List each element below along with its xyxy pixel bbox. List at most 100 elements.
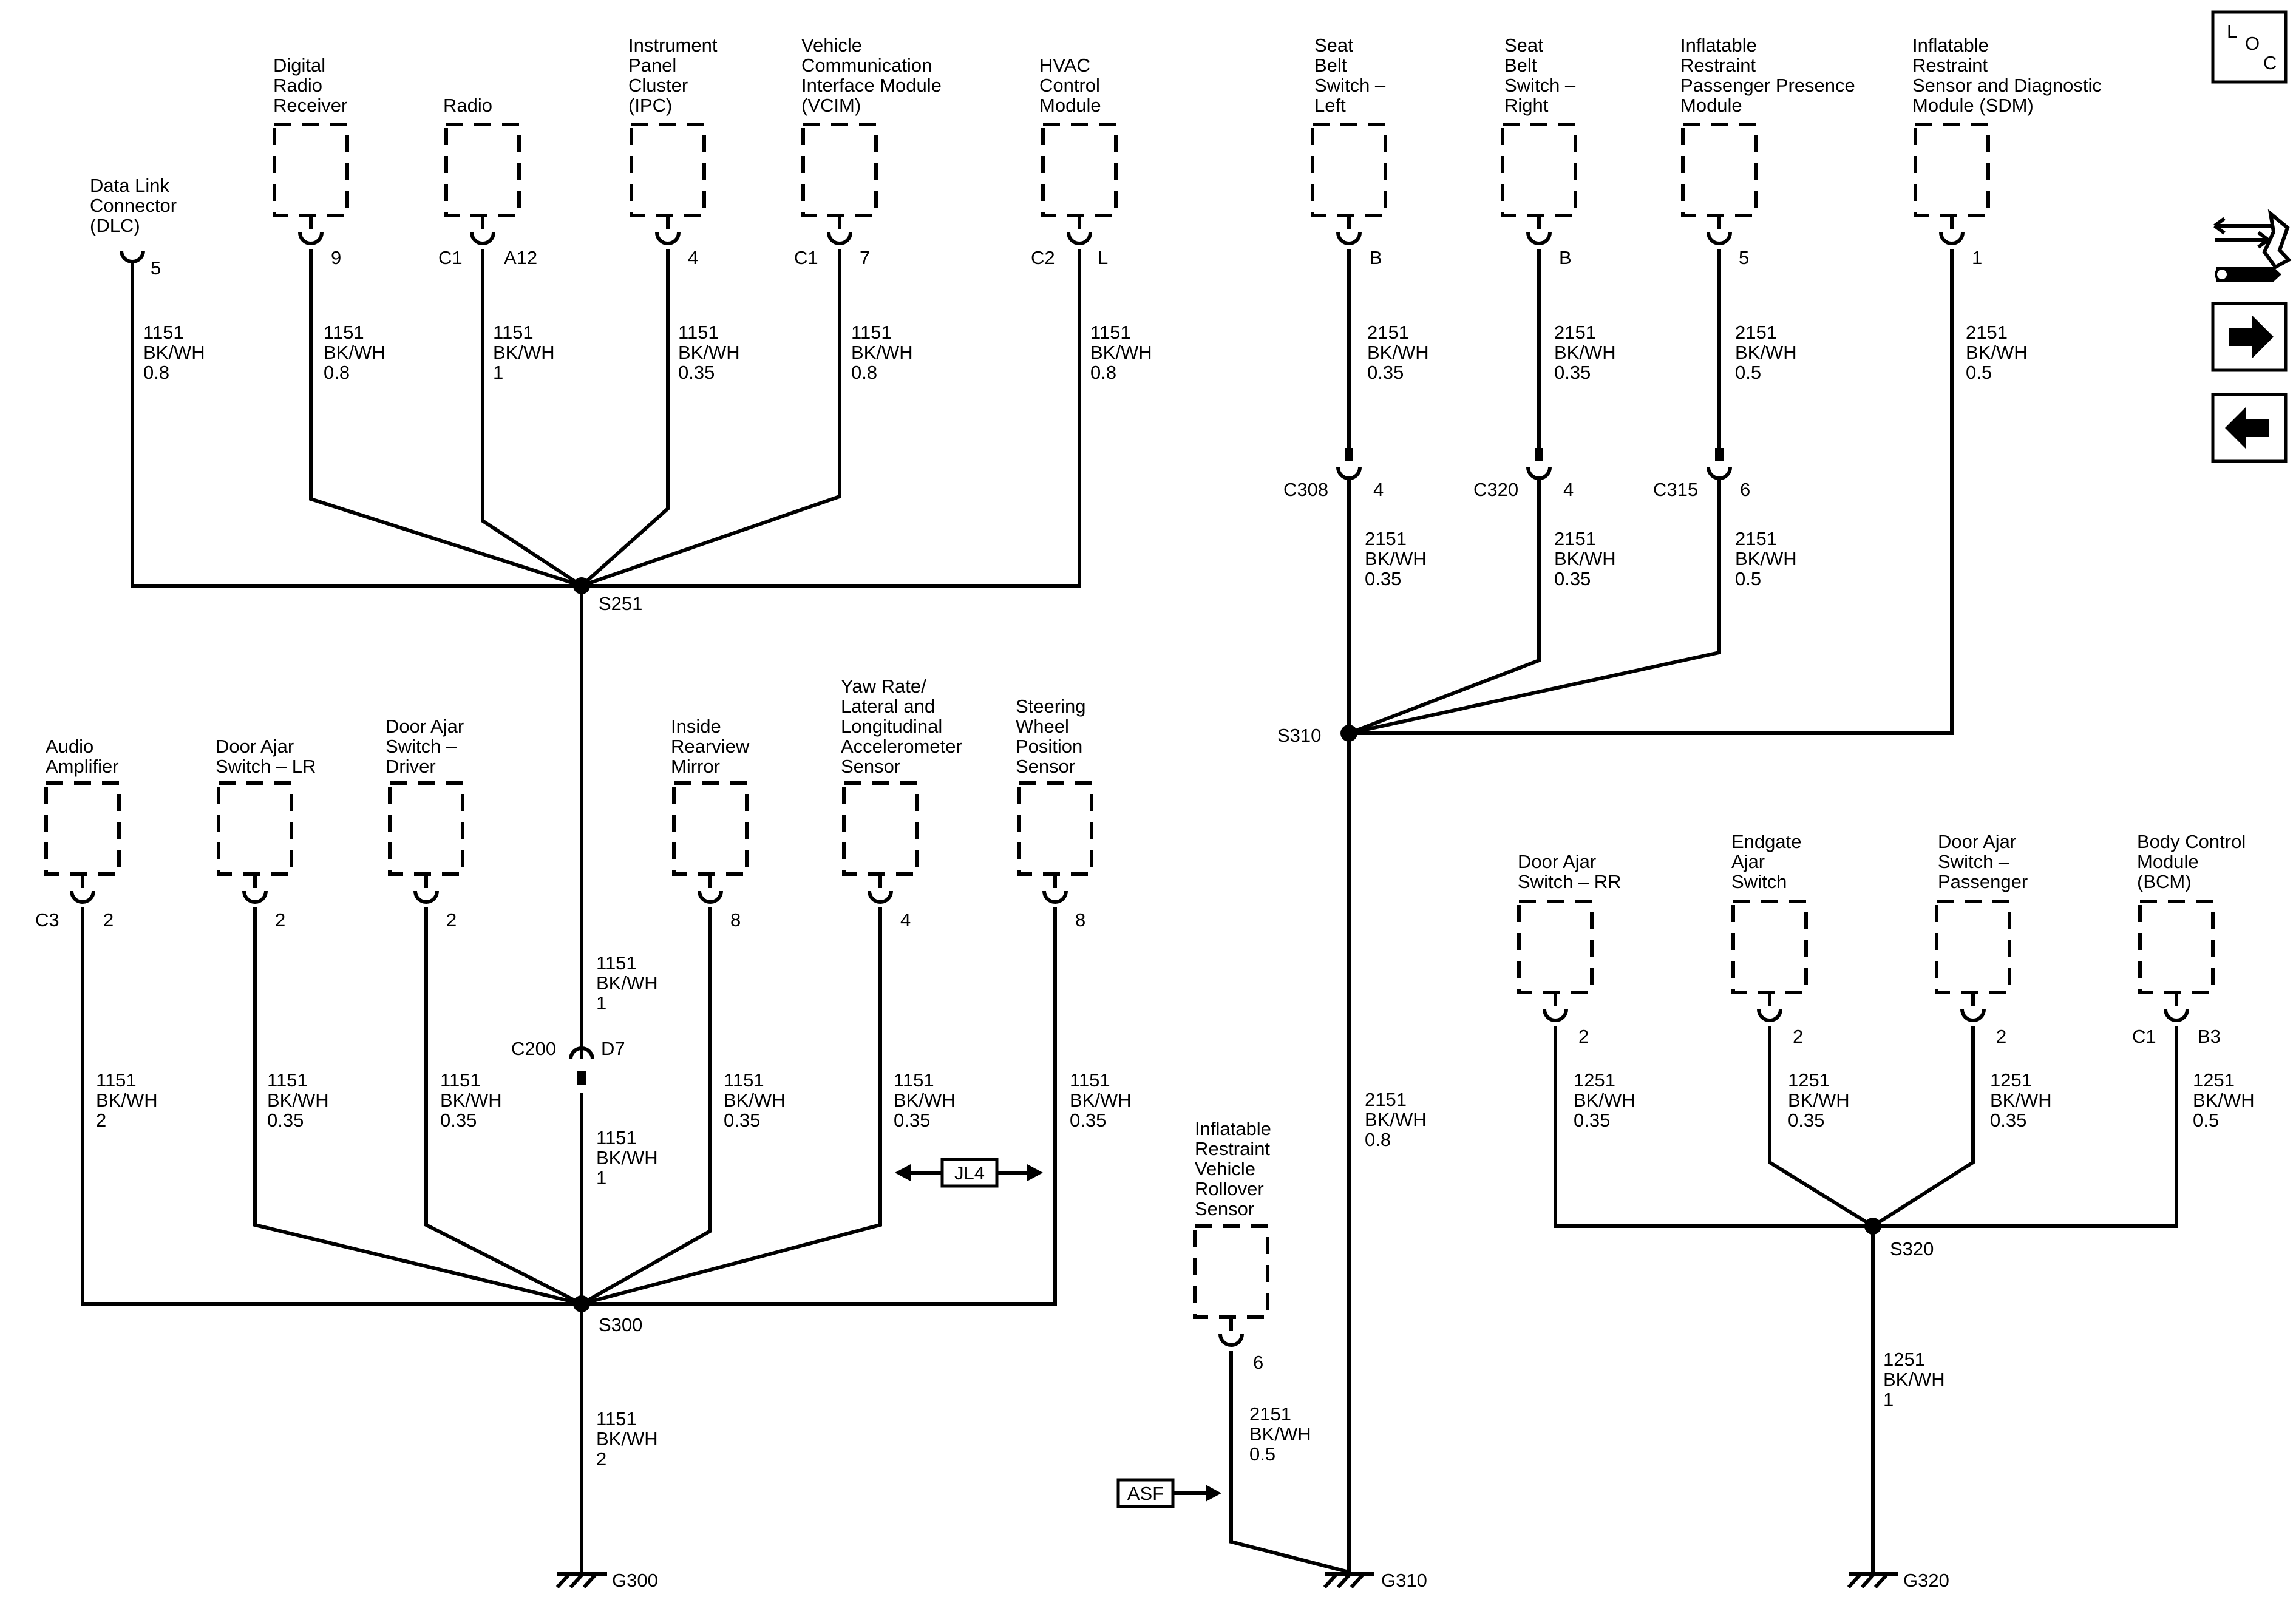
seat-belt-left-component: [1311, 123, 1387, 245]
component-label-door-rr: Door Ajar Switch – RR: [1518, 851, 1622, 892]
radio-box: [444, 123, 521, 217]
next-page-button[interactable]: [2211, 302, 2288, 372]
bcm-box: [2138, 900, 2215, 994]
connector-c315: [1707, 448, 1732, 480]
wire-label-rollover: 2151 BK/WH 0.5: [1249, 1403, 1316, 1465]
pin-steering: 8: [1075, 909, 1085, 931]
seat-belt-right-component: [1501, 123, 1577, 245]
digital-radio-pin: [298, 232, 324, 245]
endgate-pin: [1757, 1009, 1782, 1022]
pin-yaw: 4: [900, 909, 911, 931]
yaw-pin: [868, 890, 893, 904]
splice-s251-label: S251: [599, 593, 642, 614]
door-rr-box: [1517, 900, 1594, 994]
wire-yaw: [581, 907, 882, 1306]
pin-endgate: 2: [1793, 1026, 1803, 1047]
door-lr-component: [217, 781, 293, 904]
wire-label-door-lr: 1151 BK/WH 0.35: [267, 1070, 334, 1131]
endgate-box: [1731, 900, 1808, 994]
wire-label-bcm: 1251 BK/WH 0.5: [2193, 1070, 2260, 1131]
component-label-bcm: Body Control Module (BCM): [2137, 831, 2251, 892]
connector-c200: [569, 1046, 594, 1085]
wire-bcm: [1873, 1026, 2178, 1228]
dlc-pin: [120, 250, 145, 263]
asf-option-tag[interactable]: ASF: [1116, 1478, 1221, 1508]
conn-bcm: C1: [2132, 1026, 2156, 1047]
door-pass-pin: [1960, 1009, 1986, 1022]
endgate-component: [1731, 900, 1808, 1022]
wire-dlc: [131, 261, 582, 588]
hvac-pin: [1067, 232, 1092, 245]
door-driver-component: [388, 781, 464, 904]
splice-s251: [573, 577, 590, 594]
wire-label-vcim: 1151 BK/WH 0.8: [851, 322, 918, 383]
wire-steering: [582, 907, 1057, 1306]
arrow-right-icon: [2229, 316, 2274, 358]
wire-label-s251-c200: 1151 BK/WH 1: [596, 952, 663, 1014]
door-driver-box: [388, 781, 464, 876]
loc-letter-l: L: [2227, 21, 2237, 42]
wire-label-c320-s310: 2151 BK/WH 0.35: [1554, 528, 1621, 589]
mirror-box: [672, 781, 749, 876]
pin-sdm: 1: [1972, 247, 1982, 268]
component-label-digital-radio: Digital Radio Receiver: [273, 55, 347, 116]
component-label-door-pass: Door Ajar Switch – Passenger: [1938, 831, 2028, 892]
component-label-seat-belt-right: Seat Belt Switch – Right: [1504, 35, 1581, 116]
seat-belt-right-box: [1501, 123, 1577, 217]
component-label-irppm: Inflatable Restraint Passenger Presence …: [1680, 35, 1860, 116]
loc-button[interactable]: L O C: [2211, 10, 2288, 84]
wire-label-s300-g300: 1151 BK/WH 2: [596, 1408, 663, 1470]
connector-c315-label: C315: [1653, 479, 1698, 500]
bcm-pin: [2164, 1009, 2189, 1022]
irppm-pin: [1707, 232, 1732, 245]
component-label-rollover: Inflatable Restraint Vehicle Rollover Se…: [1195, 1118, 1276, 1219]
door-lr-box: [217, 781, 293, 876]
component-label-yaw: Yaw Rate/ Lateral and Longitudinal Accel…: [841, 676, 967, 777]
wire-ipc: [580, 249, 670, 588]
component-label-radio: Radio: [443, 95, 492, 116]
pin-c308: 4: [1373, 479, 1384, 500]
splice-s310-label: S310: [1277, 725, 1321, 746]
wire-label-audio-amp: 1151 BK/WH 2: [96, 1070, 163, 1131]
splice-s310: [1340, 725, 1357, 742]
vcim-box: [801, 123, 878, 217]
ground-g300-label: G300: [612, 1570, 658, 1591]
pin-radio: A12: [504, 247, 537, 268]
ipc-box: [630, 123, 706, 217]
pin-seat-belt-right: B: [1559, 247, 1572, 268]
vcim-component: [801, 123, 878, 245]
component-label-door-driver: Door Ajar Switch – Driver: [385, 716, 469, 777]
jl4-label: JL4: [954, 1162, 985, 1184]
wire-label-door-pass: 1251 BK/WH 0.35: [1990, 1070, 2057, 1131]
wire-label-c200-s300: 1151 BK/WH 1: [596, 1127, 663, 1188]
labels: Data Link Connector (DLC) Digital Radio …: [35, 35, 2260, 1591]
wire-c315-s310: [1348, 478, 1721, 735]
bcm-component: [2138, 900, 2215, 1022]
conn-audio-amp: C3: [35, 909, 59, 931]
ground-g310-label: G310: [1381, 1570, 1427, 1591]
radio-pin: [470, 232, 495, 245]
wire-door-rr: [1554, 1026, 1873, 1228]
component-view-icon[interactable]: [2213, 209, 2292, 282]
wire-label-mirror: 1151 BK/WH 0.35: [724, 1070, 790, 1131]
ground-g310-icon: [1323, 1572, 1374, 1589]
jl4-option-tag[interactable]: JL4: [895, 1158, 1043, 1188]
component-label-vcim: Vehicle Communication Interface Module (…: [801, 35, 947, 116]
pin-hvac: L: [1098, 247, 1108, 268]
irppm-component: [1681, 123, 1758, 245]
pin-c200: D7: [601, 1038, 625, 1059]
conn-hvac: C2: [1031, 247, 1055, 268]
irppm-box: [1681, 123, 1758, 217]
component-label-seat-belt-left: Seat Belt Switch – Left: [1314, 35, 1391, 116]
splice-s320: [1864, 1218, 1881, 1235]
connector-c320: [1526, 448, 1552, 480]
wire-rollover: [1229, 1351, 1350, 1574]
previous-page-button[interactable]: [2211, 393, 2288, 463]
seat-belt-left-box: [1311, 123, 1387, 217]
wire-label-seat-left-up: 2151 BK/WH 0.35: [1367, 322, 1434, 383]
wire-label-s320-g320: 1251 BK/WH 1: [1883, 1349, 1950, 1410]
pin-door-pass: 2: [1996, 1026, 2006, 1047]
wire-sdm: [1349, 249, 1954, 735]
splice-s320-label: S320: [1890, 1238, 1934, 1259]
wire-door-pass: [1872, 1026, 1975, 1228]
